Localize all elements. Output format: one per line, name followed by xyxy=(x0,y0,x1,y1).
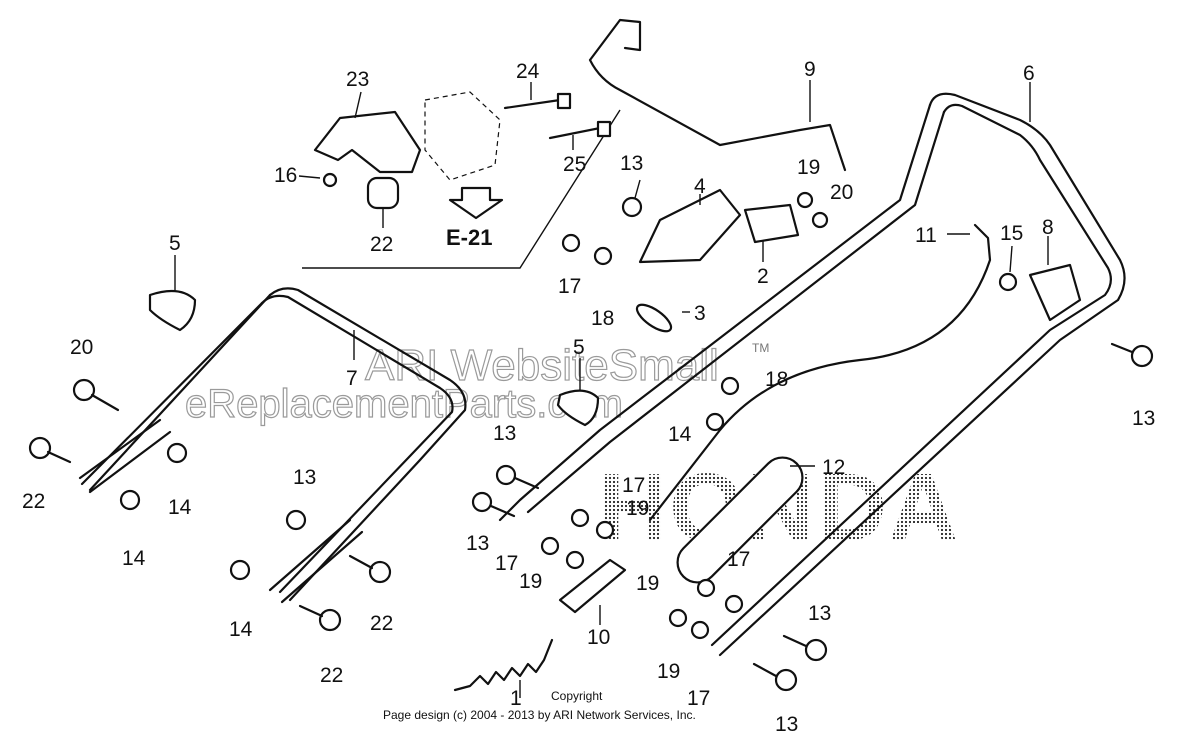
callout-13: 13 xyxy=(775,713,798,736)
clamp-part xyxy=(366,176,400,210)
callout-5: 5 xyxy=(169,232,181,255)
callout-25: 24 xyxy=(516,60,540,83)
callout-14: 14 xyxy=(168,496,192,519)
callout-16: 15 xyxy=(1000,222,1023,245)
callout-labels: 1 2 3 4 5 5 6 7 8 9 10 11 12 13 13 13 13… xyxy=(22,58,1155,736)
callout-17: 17 xyxy=(687,687,710,710)
leader-lines xyxy=(174,80,1049,698)
reference-arrow-icon xyxy=(448,186,504,220)
bracket-part xyxy=(313,110,422,174)
callout-14: 13 xyxy=(293,466,316,489)
callout-13: 13 xyxy=(620,152,643,175)
site-watermark: ARI WebsiteSmall TM eReplacementParts.co… xyxy=(184,340,769,426)
inset-group xyxy=(302,91,621,269)
callout-9: 9 xyxy=(804,58,816,81)
callout-13: 13 xyxy=(808,602,831,625)
callout-14: 14 xyxy=(229,618,253,641)
copyright-notice: Page design (c) 2004 - 2013 by ARI Netwo… xyxy=(383,708,696,722)
svg-text:TM: TM xyxy=(752,341,769,355)
nut-part xyxy=(322,172,338,188)
knob-5-lower-part xyxy=(556,389,600,427)
callout-4: 4 xyxy=(694,175,706,198)
callout-8: 8 xyxy=(1042,216,1054,239)
callout-18: 17 xyxy=(558,275,581,298)
adjuster-part xyxy=(558,558,627,614)
plate-2-part xyxy=(743,203,800,244)
callout-2: 2 xyxy=(757,265,769,288)
callout-22: 22 xyxy=(320,664,343,687)
grip-part xyxy=(676,456,804,584)
callout-14: 14 xyxy=(122,547,146,570)
callout-15: 14 xyxy=(668,423,692,446)
callout-19: 19 xyxy=(519,570,542,593)
callout-23: 22 xyxy=(370,233,393,256)
callout-17: 17 xyxy=(727,548,750,571)
fasteners xyxy=(28,191,1154,692)
callout-12: 12 xyxy=(822,456,845,479)
bracket-8-part xyxy=(1028,263,1082,322)
knob-5-upper-part xyxy=(148,289,197,332)
callout-20: 19 xyxy=(797,156,820,179)
callout-24: 23 xyxy=(346,68,369,91)
link-part xyxy=(635,303,673,333)
callout-1: 1 xyxy=(510,687,522,710)
callout-18: 18 xyxy=(591,307,614,330)
callout-13: 13 xyxy=(493,422,516,445)
callout-20: 20 xyxy=(830,181,853,204)
callout-17: 17 xyxy=(495,552,518,575)
callout-19: 19 xyxy=(657,660,680,683)
callout-19: 19 xyxy=(626,497,649,520)
bracket-4-part xyxy=(638,188,742,264)
callout-6: 6 xyxy=(1023,62,1035,85)
callout-17: 17 xyxy=(622,474,645,497)
callout-22: 22 xyxy=(370,612,393,635)
callout-13: 13 xyxy=(466,532,489,555)
callout-22: 20 xyxy=(70,336,93,359)
callout-17: 16 xyxy=(274,164,297,187)
callout-19: 18 xyxy=(765,368,788,391)
svg-text:eReplacementParts.com: eReplacementParts.com xyxy=(185,382,623,426)
callout-5: 5 xyxy=(573,336,585,359)
copyright-label: Copyright xyxy=(551,689,603,703)
callout-11: 11 xyxy=(915,224,937,247)
callout-25: 25 xyxy=(563,153,586,176)
callout-10: 10 xyxy=(587,626,610,649)
callout-22: 22 xyxy=(22,490,45,513)
upper-handle-part xyxy=(718,92,1126,657)
callout-7: 7 xyxy=(346,367,358,390)
spring-part xyxy=(453,638,554,692)
callout-13: 13 xyxy=(1132,407,1155,430)
callout-19: 19 xyxy=(636,572,659,595)
reference-label: E-21 xyxy=(446,225,492,250)
callout-3: 3 xyxy=(694,302,706,325)
